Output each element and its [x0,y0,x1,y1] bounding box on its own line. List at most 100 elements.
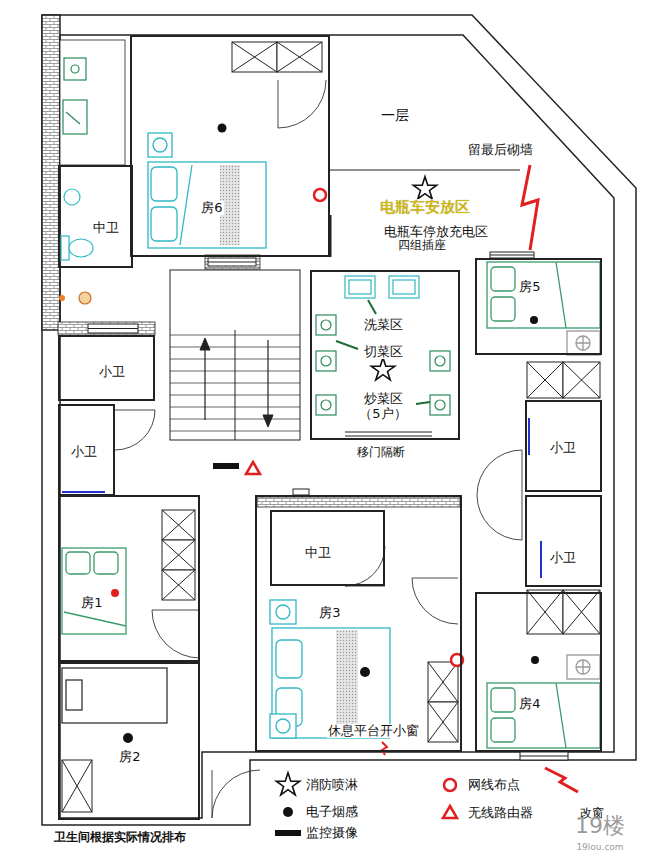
watermark: 19lou.com [575,842,624,852]
bed [491,297,515,321]
bathroom-fixture [64,58,86,80]
bed [491,688,515,712]
room-label: 房1 [80,596,103,611]
bed [64,612,126,626]
window [88,324,138,333]
wardrobe [527,362,563,398]
bed [576,660,590,674]
stairs [200,338,210,350]
camera-router [246,462,260,474]
legend-text: 无线路由器 [467,806,534,821]
door [477,495,522,540]
bed [270,600,296,624]
door [115,410,155,450]
network-point [314,189,326,201]
legend-symbol [444,779,456,791]
room-label: 房5 [518,280,541,295]
kitchen-fixture [389,276,419,298]
legend-symbol [276,773,299,795]
kitchen-fixture [321,400,331,410]
bed [151,167,177,201]
wardrobe [162,540,195,570]
bed [276,719,290,733]
room-box: 小卫 [58,404,115,496]
stairs [170,270,300,440]
smoke-detector [531,656,539,664]
bathroom-fixture [64,189,80,205]
wardrobe [162,570,195,600]
note-label: 四组插座 [397,239,447,253]
change-mark [545,768,578,792]
bed [276,640,302,678]
wardrobe [563,590,600,634]
sliding-door [540,541,542,578]
sprinkler-symbol [413,177,436,199]
desk [66,680,82,710]
room-label: 小卫 [70,445,98,460]
kitchen-fixture [321,320,331,330]
room-label: 洗菜区 [363,318,404,333]
legend-symbol [276,773,299,795]
kitchen-fixture [321,356,331,366]
wardrobe [563,590,600,634]
room-box: 小卫 [525,495,602,587]
wardrobe [428,702,458,742]
change-mark [382,742,387,755]
door [212,770,260,818]
bed [487,262,600,328]
sliding-door [62,418,541,578]
wardrobe [62,760,92,812]
wardrobe [428,662,458,702]
bathroom-fixture [71,65,79,73]
door [412,578,458,624]
wardrobe [563,362,600,398]
bed [66,552,90,574]
legend-symbol [275,830,301,836]
bed [491,267,515,291]
area-label: 电瓶车停放充电区 [383,225,489,240]
bed [556,683,566,748]
door [345,546,385,586]
bed [567,331,600,355]
area-label: 电瓶车安放区 [379,199,471,216]
room-label: 小卫 [549,441,577,456]
window [88,328,138,329]
camera-router [213,462,260,474]
room-label: 中卫 [304,546,332,561]
wardrobe [232,42,277,72]
smoke-detector [360,667,370,677]
bathroom-fixture [69,239,93,257]
smoke-detector [530,316,538,324]
wardrobe [62,42,600,812]
smoke-detector [218,124,227,133]
bed [336,630,358,736]
bed [567,655,600,679]
wardrobe [162,510,195,540]
room-box: 中卫房3 [255,495,462,752]
window [208,262,256,263]
room-label: 房3 [318,606,341,621]
legend-symbol [283,807,293,817]
window [520,752,568,760]
bathroom-fixture [66,112,80,124]
outer-wall [42,15,636,825]
legend-text: 监控摄像 [305,826,359,841]
room-box: 中卫 [270,510,385,586]
bed [576,336,590,350]
wardrobe [428,662,458,702]
kitchen-fixture [435,400,445,410]
kitchen-fixture [349,280,371,294]
legend-text: 消防喷淋 [305,778,359,793]
kitchen-fixture [316,351,336,371]
room-label: 小卫 [549,551,577,566]
smoke-detector [123,733,133,743]
kitchen-fixture [345,276,375,298]
stairs [263,415,273,427]
room-box: 洗菜区切菜区炒菜区 （5户） [310,270,460,440]
network-point [111,589,119,597]
room-label: 小卫 [98,365,126,380]
room-box: 小卫 [58,335,155,401]
bathroom-fixture [61,236,69,260]
stairs [170,270,300,440]
